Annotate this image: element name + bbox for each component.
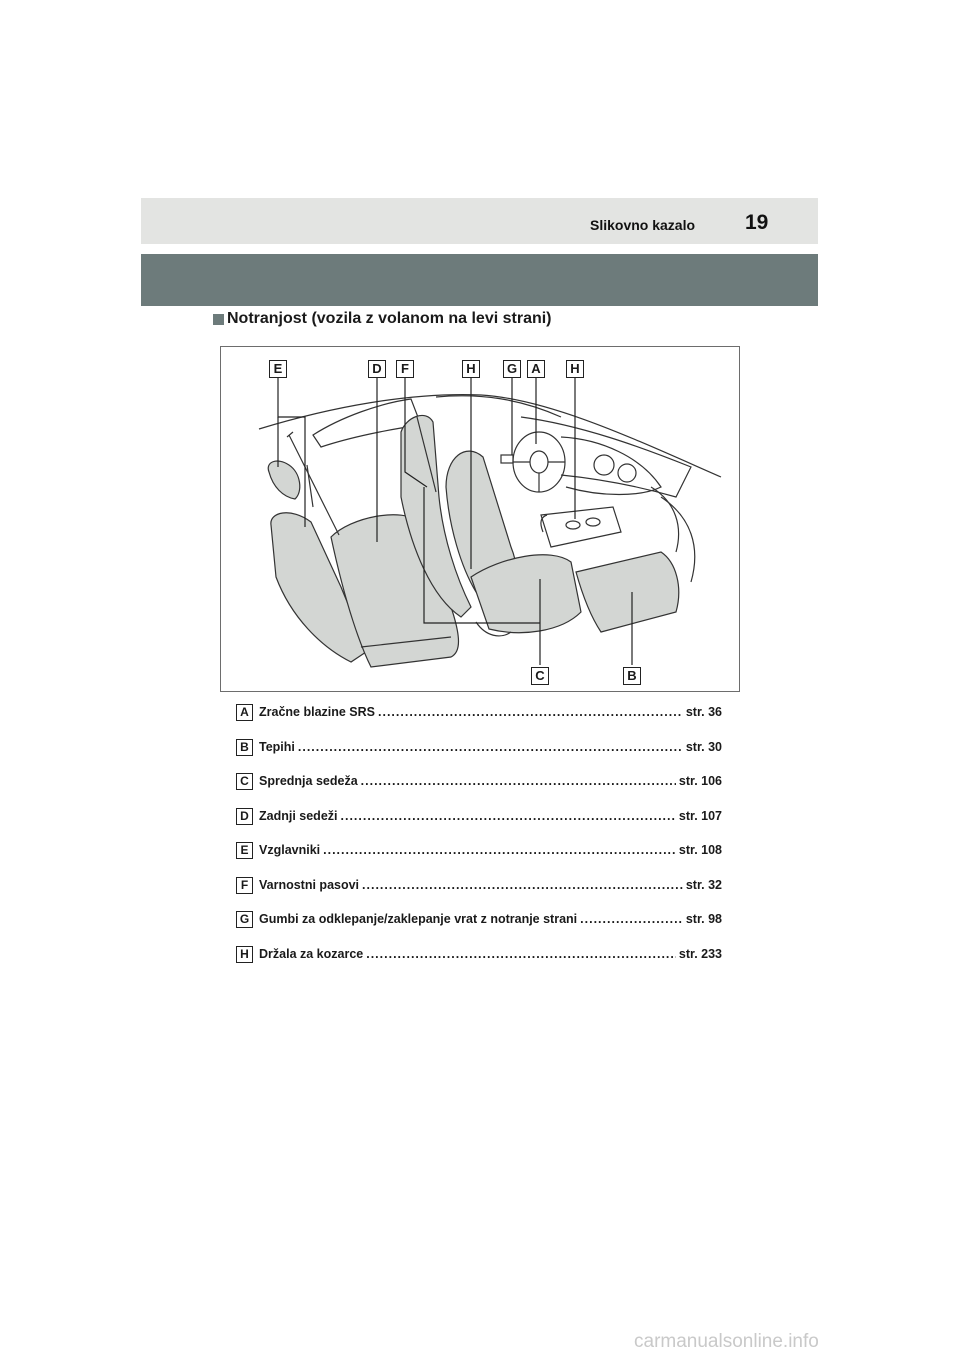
section-heading: Notranjost (vozila z volanom na levi str… bbox=[213, 310, 552, 328]
heading-square-icon bbox=[213, 314, 224, 325]
page-reference: str. 233 bbox=[679, 947, 722, 961]
leader-dots bbox=[361, 774, 676, 788]
leader-dots bbox=[378, 705, 683, 719]
page-reference: str. 32 bbox=[686, 878, 722, 892]
legend-item: G Gumbi za odklepanje/zaklepanje vrat z … bbox=[236, 911, 722, 946]
legend-item: E Vzglavniki str. 108 bbox=[236, 842, 722, 877]
legend-letter: H bbox=[236, 946, 253, 963]
legend-label: Zadnji sedeži bbox=[259, 809, 338, 823]
callout-g: G bbox=[503, 360, 521, 378]
callout-f: F bbox=[396, 360, 414, 378]
page-reference: str. 36 bbox=[686, 705, 722, 719]
legend-letter: B bbox=[236, 739, 253, 756]
legend-label: Držala za kozarce bbox=[259, 947, 363, 961]
leader-dots bbox=[362, 878, 683, 892]
leader-dots bbox=[366, 947, 676, 961]
page-reference: str. 108 bbox=[679, 843, 722, 857]
header-band bbox=[141, 198, 818, 244]
page-reference: str. 30 bbox=[686, 740, 722, 754]
legend-item: A Zračne blazine SRS str. 36 bbox=[236, 704, 722, 739]
legend-item: D Zadnji sedeži str. 107 bbox=[236, 808, 722, 843]
interior-illustration: E D F H G A H C B bbox=[220, 346, 740, 692]
legend-letter: G bbox=[236, 911, 253, 928]
legend-label: Sprednja sedeža bbox=[259, 774, 358, 788]
section-heading-text: Notranjost (vozila z volanom na levi str… bbox=[227, 310, 552, 328]
callout-d: D bbox=[368, 360, 386, 378]
legend-label: Gumbi za odklepanje/zaklepanje vrat z no… bbox=[259, 912, 577, 926]
legend-letter: C bbox=[236, 773, 253, 790]
legend-item: F Varnostni pasovi str. 32 bbox=[236, 877, 722, 912]
leader-dots bbox=[341, 809, 676, 823]
header-section-title: Slikovno kazalo bbox=[590, 217, 695, 233]
legend-list: A Zračne blazine SRS str. 36 B Tepihi st… bbox=[236, 704, 722, 980]
page-reference: str. 98 bbox=[686, 912, 722, 926]
callout-h-left: H bbox=[462, 360, 480, 378]
leader-dots bbox=[580, 912, 683, 926]
car-interior-drawing bbox=[221, 347, 741, 693]
legend-item: C Sprednja sedeža str. 106 bbox=[236, 773, 722, 808]
legend-label: Varnostni pasovi bbox=[259, 878, 359, 892]
callout-c: C bbox=[531, 667, 549, 685]
leader-dots bbox=[323, 843, 676, 857]
legend-label: Vzglavniki bbox=[259, 843, 320, 857]
legend-label: Tepihi bbox=[259, 740, 295, 754]
callout-a: A bbox=[527, 360, 545, 378]
title-band bbox=[141, 254, 818, 306]
page-reference: str. 107 bbox=[679, 809, 722, 823]
page-reference: str. 106 bbox=[679, 774, 722, 788]
legend-letter: A bbox=[236, 704, 253, 721]
callout-h-right: H bbox=[566, 360, 584, 378]
legend-letter: D bbox=[236, 808, 253, 825]
leader-dots bbox=[298, 740, 683, 754]
legend-item: H Držala za kozarce str. 233 bbox=[236, 946, 722, 981]
legend-letter: F bbox=[236, 877, 253, 894]
callout-b: B bbox=[623, 667, 641, 685]
legend-item: B Tepihi str. 30 bbox=[236, 739, 722, 774]
callout-e: E bbox=[269, 360, 287, 378]
legend-letter: E bbox=[236, 842, 253, 859]
page-number: 19 bbox=[745, 211, 768, 235]
watermark-link[interactable]: carmanualsonline.info bbox=[634, 1331, 819, 1353]
legend-label: Zračne blazine SRS bbox=[259, 705, 375, 719]
